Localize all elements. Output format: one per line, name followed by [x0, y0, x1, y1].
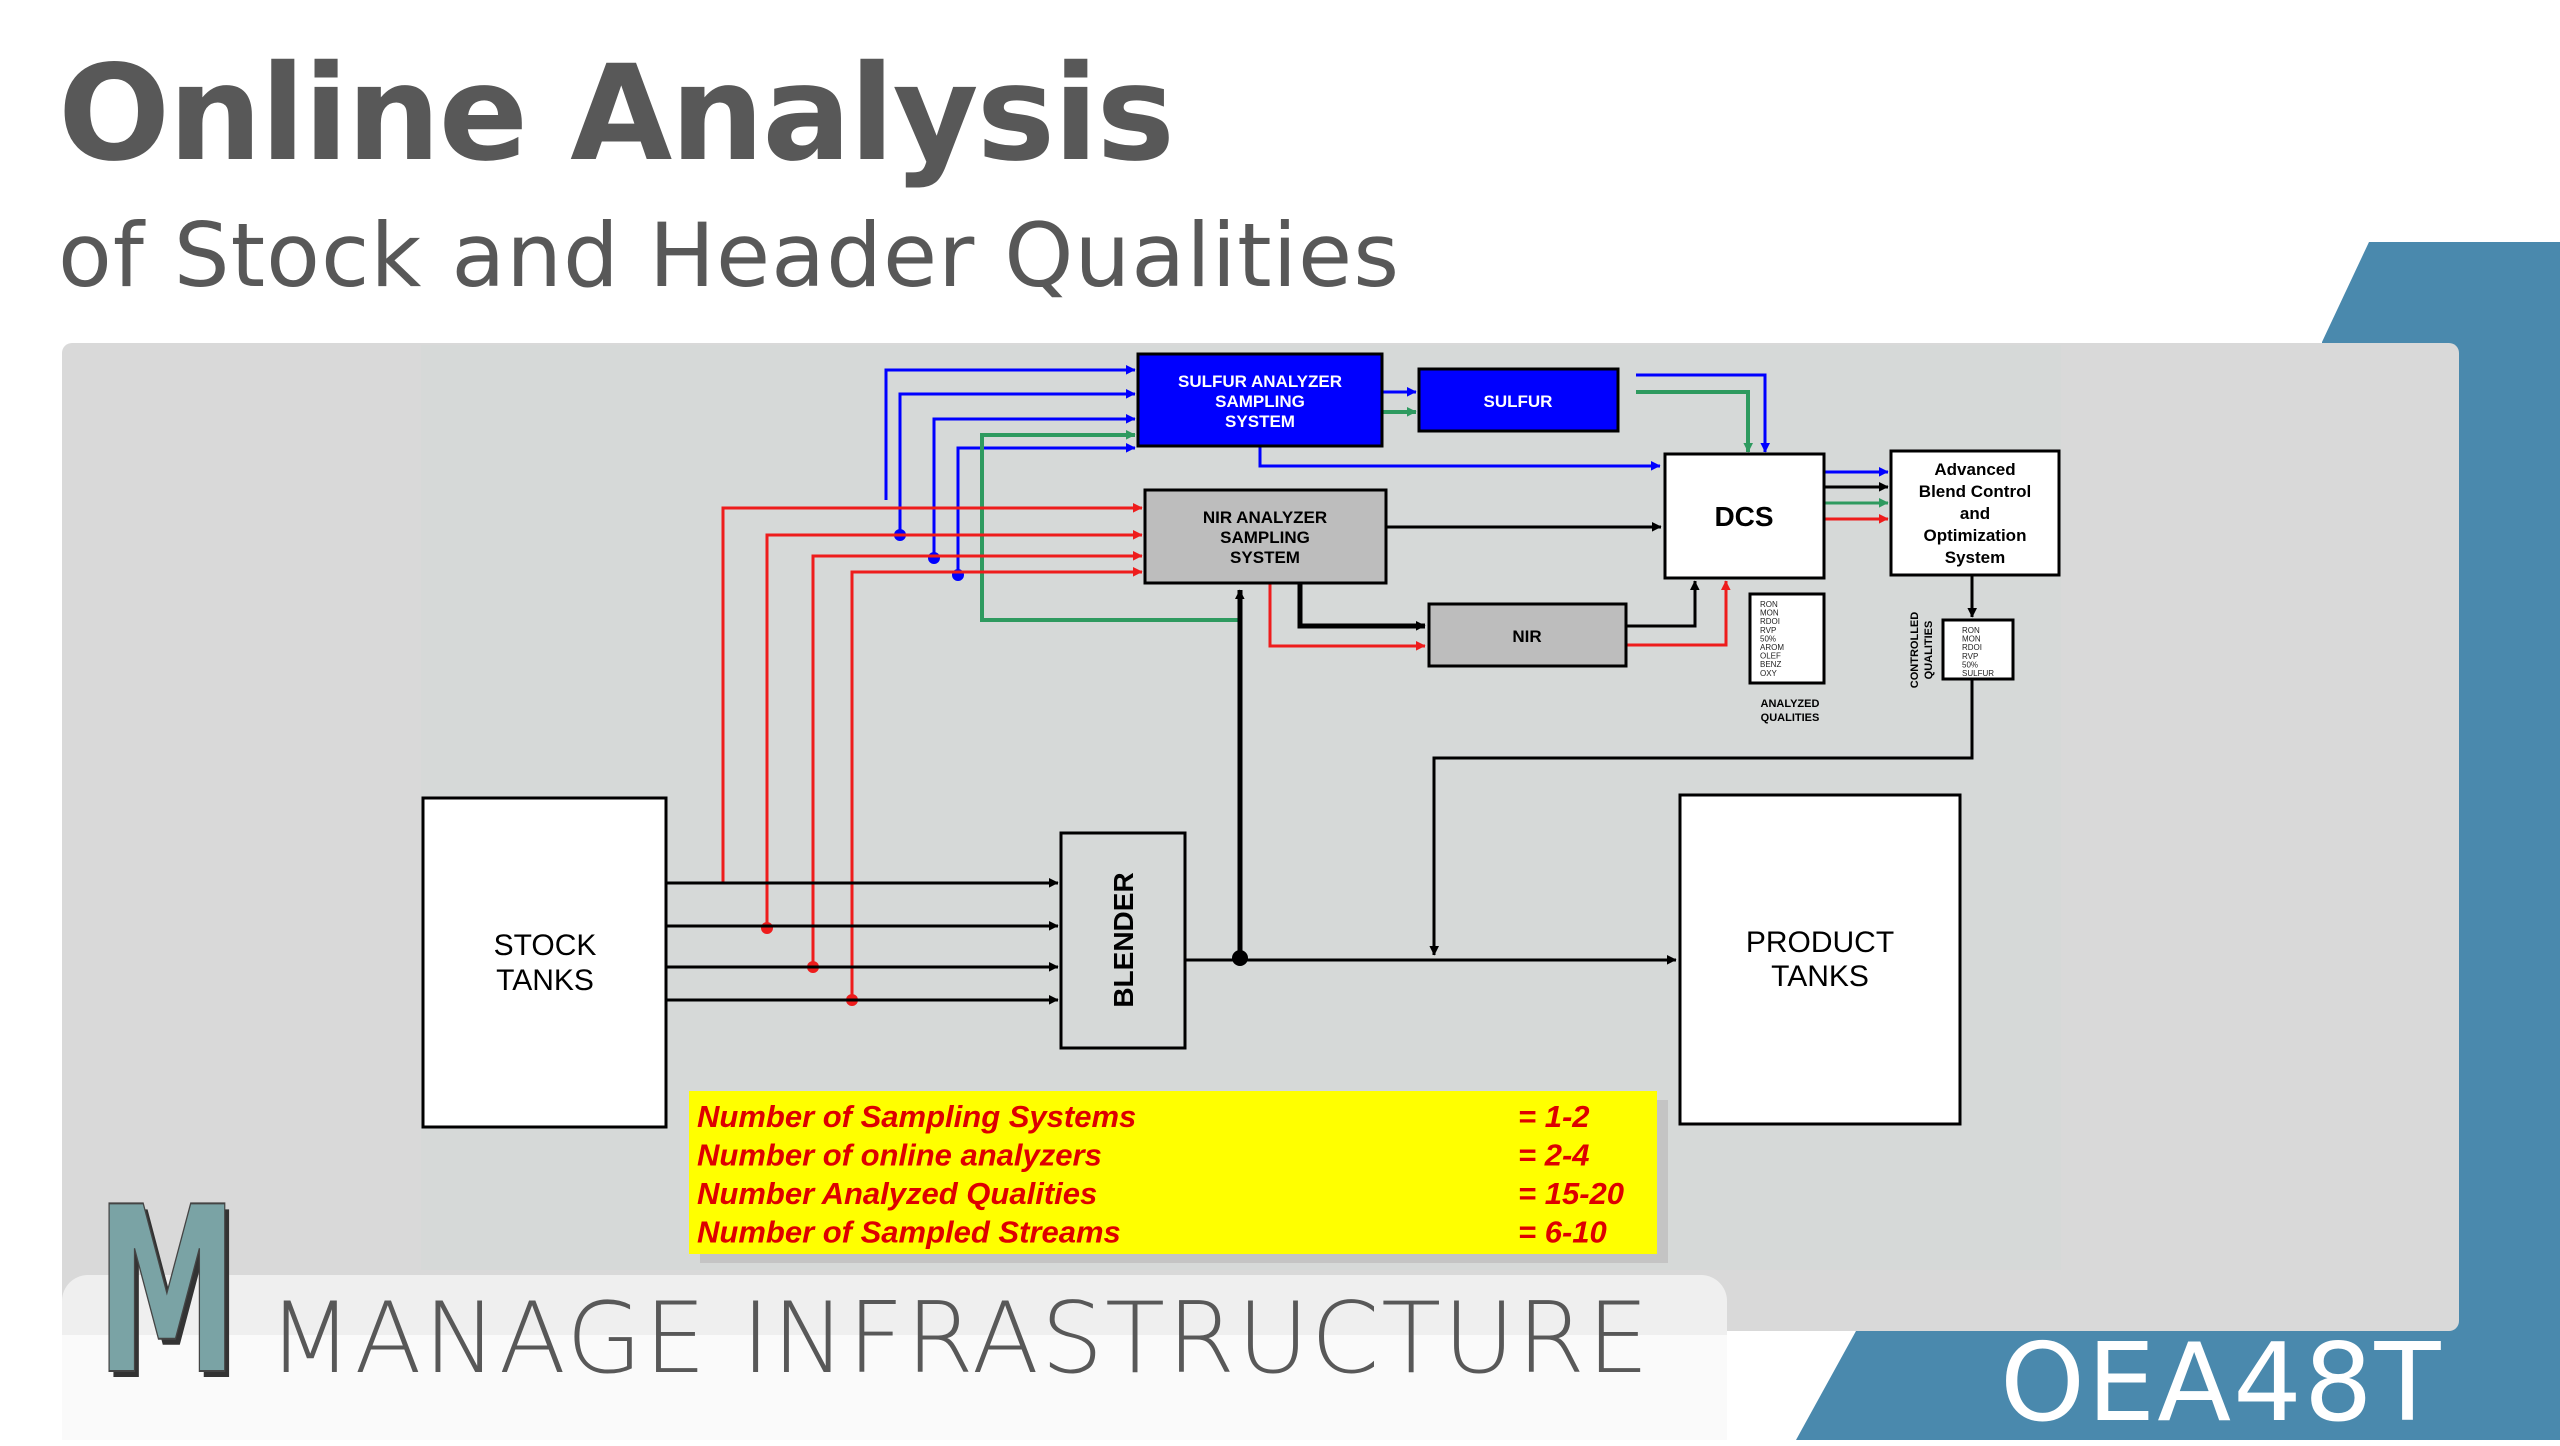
sulfur-sample-line-1: [884, 370, 1135, 500]
controlled-quality-item: RVP: [1962, 652, 1978, 661]
stat-label: Number of Sampling Systems: [697, 1099, 1136, 1134]
controlled-quality-item: RON: [1962, 626, 1980, 635]
sulfur-sampling-label: SULFUR ANALYZER: [1178, 372, 1342, 391]
controlled-qualities-label: CONTROLLED: [1909, 612, 1921, 688]
nir-to-dcs-red: [1626, 581, 1726, 647]
dcs-label: DCS: [1714, 501, 1773, 532]
blender-label: BLENDER: [1108, 872, 1139, 1007]
abc-label: and: [1960, 504, 1990, 523]
sulfur-sampling-box: SULFUR ANALYZER SAMPLING SYSTEM: [1136, 352, 1384, 448]
controlled-quality-item: 50%: [1962, 660, 1978, 669]
analyzed-qualities-label: ANALYZED: [1761, 698, 1820, 710]
stat-value: = 15-20: [1518, 1176, 1624, 1211]
page-title: Online Analysis: [58, 37, 1175, 191]
sulfur-to-dcs-green: [1636, 390, 1748, 452]
nir-sample-line-4: [850, 572, 1142, 1000]
stat-label: Number of Sampled Streams: [697, 1215, 1121, 1250]
nir-sampling-label: NIR ANALYZER: [1203, 508, 1327, 527]
analyzed-quality-item: RVP: [1760, 626, 1776, 635]
stat-value: = 6-10: [1518, 1215, 1607, 1250]
sulfur-analyzer-box: SULFUR: [1417, 367, 1620, 433]
analyzed-quality-item: RON: [1760, 600, 1778, 609]
junction-dot: [761, 922, 773, 934]
header-sample-line-green: [980, 435, 1240, 622]
sulfur-to-dcs-blue: [1636, 373, 1765, 452]
dcs-box: DCS: [1663, 452, 1826, 580]
nir-analyzer-box: NIR: [1427, 602, 1628, 668]
nir-sampling-to-nir-red: [1268, 583, 1425, 646]
abc-label: Blend Control: [1919, 482, 2031, 501]
sulfur-sample-line-4: [956, 448, 1135, 575]
product-tanks-box: PRODUCT TANKS: [1678, 793, 1962, 1126]
nir-sample-line-1: [721, 508, 1142, 882]
m-logo-icon: M: [95, 1177, 276, 1409]
analyzed-qualities-label: QUALITIES: [1761, 712, 1820, 724]
course-category: MANAGE INFRASTRUCTURE: [268, 1282, 1651, 1396]
stock-tanks-box: STOCK TANKS: [421, 796, 668, 1129]
analyzed-quality-item: RDOI: [1760, 617, 1780, 626]
sulfur-sampling-label: SAMPLING: [1215, 392, 1305, 411]
product-tanks-label: TANKS: [1771, 960, 1869, 993]
nir-sample-line-2: [765, 535, 1142, 928]
nir-sampling-to-nir-black: [1297, 583, 1425, 626]
nir-sampling-box: NIR ANALYZER SAMPLING SYSTEM: [1143, 488, 1388, 585]
nir-sample-lines: [721, 508, 1142, 1000]
analyzed-quality-item: AROM: [1760, 643, 1784, 652]
product-tanks-label: PRODUCT: [1746, 926, 1894, 959]
analyzed-quality-item: MON: [1760, 609, 1779, 618]
accent-blue-footer: [1796, 1331, 2560, 1440]
stat-value: = 1-2: [1518, 1099, 1590, 1134]
m-logo-letter: M: [95, 1159, 238, 1426]
analyzed-quality-item: BENZ: [1760, 660, 1781, 669]
control-feedback-line: [1434, 679, 1974, 955]
abc-label: Advanced: [1934, 460, 2015, 479]
nir-to-dcs-black: [1626, 581, 1695, 628]
stat-label: Number Analyzed Qualities: [697, 1176, 1097, 1211]
sulfur-analyzer-label: SULFUR: [1484, 392, 1553, 411]
sulfur-sample-line-2: [898, 394, 1135, 535]
analyzed-quality-item: OLEF: [1760, 652, 1781, 661]
nir-sample-line-3: [811, 556, 1142, 967]
sulfur-sample-lines: [884, 370, 1135, 575]
nir-sampling-label: SYSTEM: [1230, 548, 1300, 567]
nir-analyzer-label: NIR: [1512, 627, 1541, 646]
sulfur-sampling-label: SYSTEM: [1225, 412, 1295, 431]
analyzed-quality-item: OXY: [1760, 669, 1778, 678]
stock-tanks-label: STOCK: [494, 929, 597, 962]
controlled-quality-item: RDOI: [1962, 643, 1982, 652]
stat-value: = 2-4: [1518, 1138, 1590, 1173]
stat-label: Number of online analyzers: [697, 1138, 1102, 1173]
abc-label: System: [1945, 548, 2005, 567]
blender-box: BLENDER: [1059, 831, 1187, 1050]
analyzed-quality-item: 50%: [1760, 634, 1776, 643]
sulfur-sample-line-3: [932, 419, 1135, 560]
abc-label: Optimization: [1924, 526, 2027, 545]
controlled-quality-item: MON: [1962, 635, 1981, 644]
stock-to-blender-lines: [666, 883, 1058, 1000]
junction-dot: [928, 552, 940, 564]
controlled-quality-item: SULFUR: [1962, 669, 1994, 678]
nir-sampling-label: SAMPLING: [1220, 528, 1310, 547]
sulfur-sampling-to-dcs: [1258, 446, 1660, 466]
course-code: OEA48T: [2000, 1321, 2443, 1446]
controlled-qualities-label: QUALITIES: [1923, 621, 1935, 680]
footer-white: [62, 1335, 1727, 1440]
stock-tanks-label: TANKS: [496, 964, 594, 997]
abc-box: Advanced Blend Control and Optimization …: [1889, 449, 2061, 577]
page-subtitle: of Stock and Header Qualities: [58, 204, 1401, 307]
